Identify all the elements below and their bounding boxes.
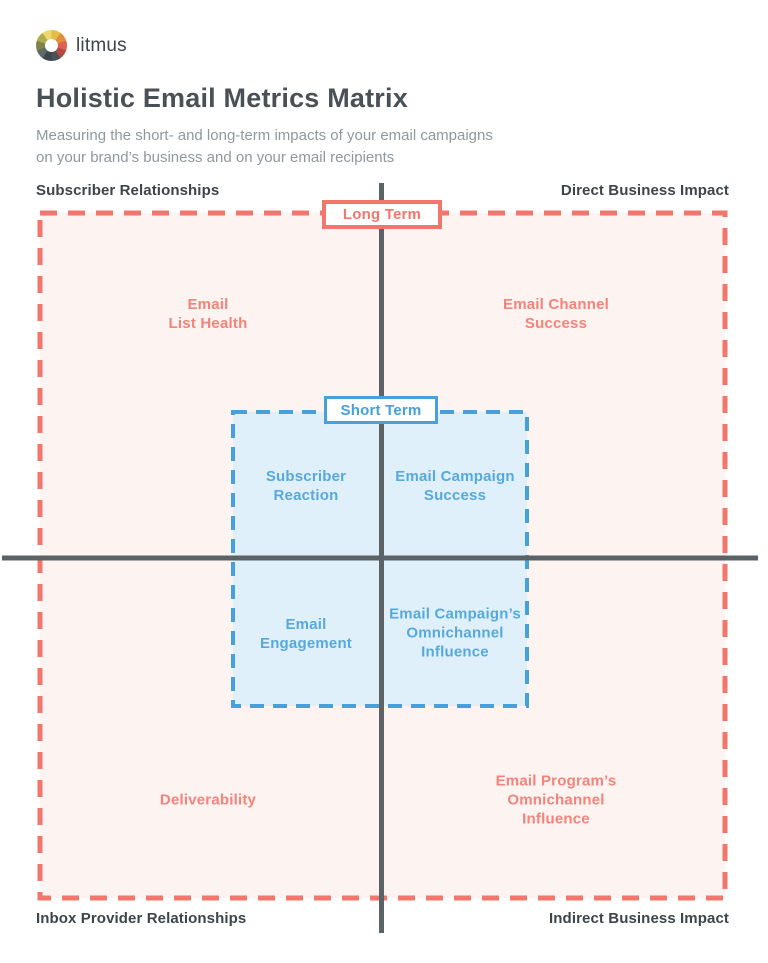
label-line: Email Campaign’s bbox=[389, 605, 521, 623]
label-line: Success bbox=[423, 487, 487, 504]
subtitle-line-2: on your brand’s business and on your ema… bbox=[36, 149, 395, 166]
label-line: Deliverability bbox=[159, 791, 257, 809]
label-line: List Health bbox=[168, 315, 248, 332]
litmus-logo: litmus bbox=[36, 30, 127, 61]
label-line: Email Channel bbox=[503, 296, 609, 313]
quadrant-label-email-channel-success: Email Channel Success bbox=[503, 295, 609, 333]
axis-label-inbox-provider-relationships: Inbox Provider Relationships bbox=[36, 910, 247, 927]
axis-label-subscriber-relationships: Subscriber Relationships bbox=[36, 182, 220, 199]
axis-label-indirect-business-impact: Indirect Business Impact bbox=[549, 910, 729, 927]
quadrant-label-email-engagement: Email Engagement bbox=[260, 615, 352, 653]
quadrant-label-email-campaign-success: Email Campaign Success bbox=[395, 467, 515, 505]
short-term-badge: Short Term bbox=[324, 396, 438, 424]
quadrant-label-subscriber-reaction: Subscriber Reaction bbox=[266, 467, 346, 505]
brand-name: litmus bbox=[76, 34, 127, 56]
quadrant-label-email-programs-omnichannel-influence: Email Program’s Omnichannel Influence bbox=[496, 772, 617, 829]
label-line: Omnichannel bbox=[507, 791, 605, 809]
label-line: Reaction bbox=[273, 487, 339, 504]
long-term-badge: Long Term bbox=[322, 200, 442, 229]
axis-label-direct-business-impact: Direct Business Impact bbox=[560, 182, 729, 199]
page-title: Holistic Email Metrics Matrix bbox=[36, 83, 408, 113]
label-line: Subscriber bbox=[265, 468, 347, 485]
label-line: Omnichannel bbox=[406, 624, 504, 642]
label-line: Email Program’s bbox=[495, 772, 617, 790]
label-line: Engagement bbox=[259, 635, 353, 652]
label-line: Influence bbox=[522, 810, 590, 828]
quadrant-label-email-campaigns-omnichannel-influence: Email Campaign’s Omnichannel Influence bbox=[389, 605, 521, 662]
label-line: Email bbox=[187, 296, 229, 313]
label-line: Email Campaign bbox=[395, 468, 515, 485]
subtitle-line-1: Measuring the short- and long-term impac… bbox=[36, 127, 493, 144]
page-subtitle: Measuring the short- and long-term impac… bbox=[36, 125, 493, 169]
quadrant-label-deliverability: Deliverability bbox=[160, 791, 256, 810]
label-line: Influence bbox=[421, 643, 489, 661]
litmus-logo-wheel-icon bbox=[36, 30, 67, 61]
quadrant-label-email-list-health: Email List Health bbox=[169, 295, 248, 333]
label-line: Success bbox=[524, 315, 588, 332]
label-line: Email bbox=[285, 616, 327, 633]
